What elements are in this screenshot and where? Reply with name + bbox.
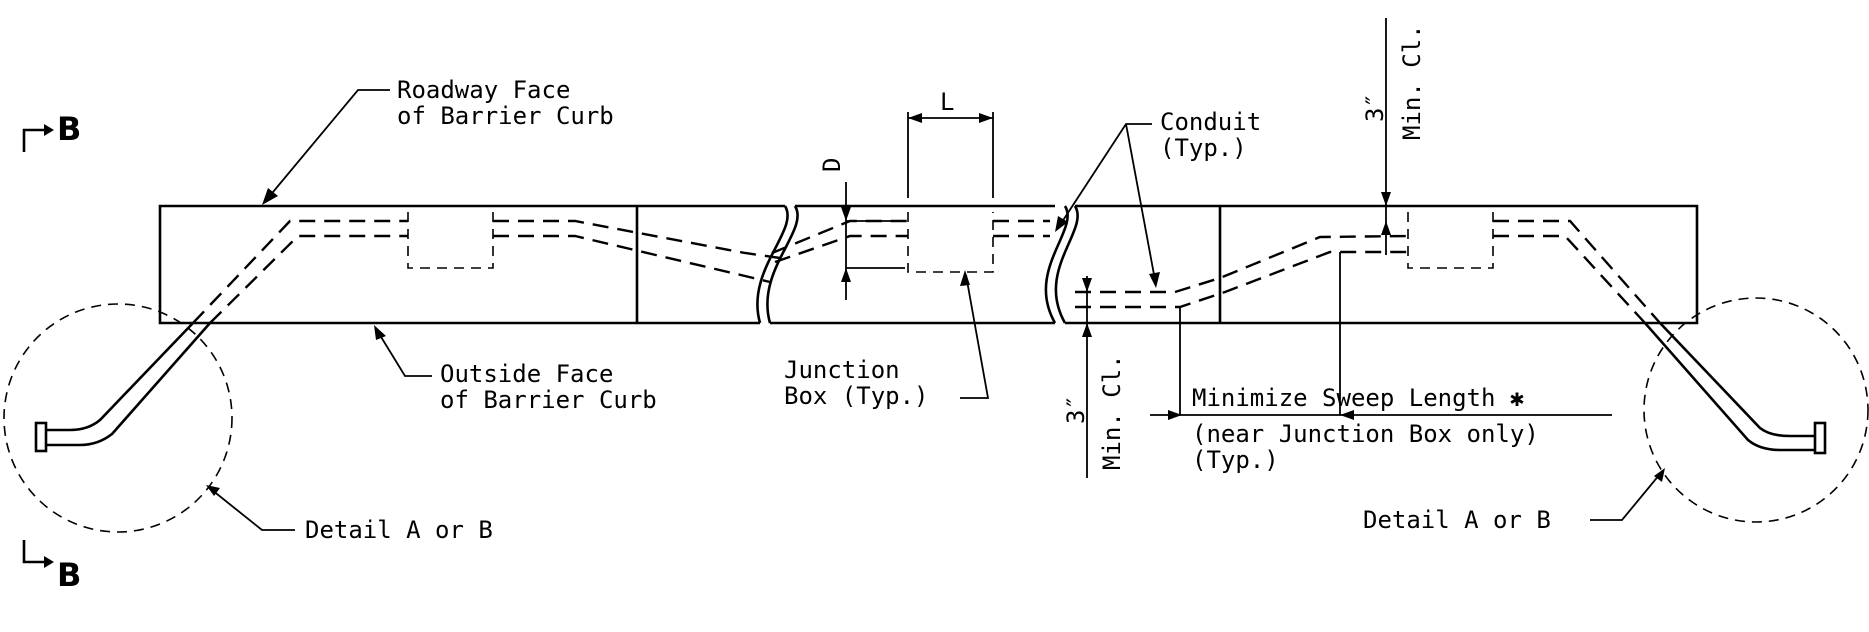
detail-left-label: Detail A or B — [305, 516, 493, 544]
detail-circle-left — [3, 303, 233, 533]
detail-right-leader — [1590, 468, 1665, 521]
dimension-L — [907, 112, 994, 198]
section-label-bottom: B — [57, 556, 81, 594]
dimension-D — [841, 182, 905, 300]
conduit-exposed-legs — [34, 322, 1827, 455]
roadway-face-leader — [262, 89, 390, 205]
clearance-top-dimension — [1381, 18, 1391, 255]
clearance-top-text: Min. Cl. — [1398, 24, 1426, 140]
conduit-runs — [192, 219, 1661, 324]
clearance-bottom-text: Min. Cl. — [1098, 354, 1126, 470]
sweep-length-label-line3: (Typ.) — [1192, 446, 1279, 474]
clearance-bottom-dimension — [1082, 276, 1092, 478]
barrier-curb-outline — [158, 204, 1699, 325]
dimension-D-label: D — [818, 158, 846, 172]
detail-circle-right — [1643, 297, 1869, 523]
sweep-length-label-line1: Minimize Sweep Length ✱ — [1192, 384, 1524, 412]
outside-face-label-line2: of Barrier Curb — [440, 386, 657, 414]
sweep-length-leaders — [1150, 252, 1612, 420]
roadway-face-label-line1: Roadway Face — [397, 76, 570, 104]
outside-face-leader — [374, 325, 432, 377]
section-mark-top — [22, 124, 54, 152]
dimension-L-label: L — [940, 88, 954, 116]
detail-left-leader — [206, 485, 295, 531]
junction-box-label-line2: Box (Typ.) — [784, 382, 929, 410]
junction-boxes — [407, 212, 1494, 273]
clearance-top-value: 3″ — [1361, 93, 1389, 122]
conduit-label-line2: (Typ.) — [1160, 134, 1247, 162]
sweep-length-label-line2: (near Junction Box only) — [1192, 420, 1539, 448]
conduit-label-line1: Conduit — [1160, 108, 1261, 136]
detail-right-label: Detail A or B — [1363, 506, 1551, 534]
section-mark-bottom — [22, 540, 54, 568]
outside-face-label-line1: Outside Face — [440, 360, 613, 388]
roadway-face-label-line2: of Barrier Curb — [397, 102, 614, 130]
section-label-top: B — [57, 110, 81, 148]
conduit-leader — [1055, 123, 1160, 288]
junction-box-leader — [960, 270, 990, 399]
clearance-bottom-value: 3″ — [1062, 395, 1090, 424]
junction-box-label-line1: Junction — [784, 356, 900, 384]
